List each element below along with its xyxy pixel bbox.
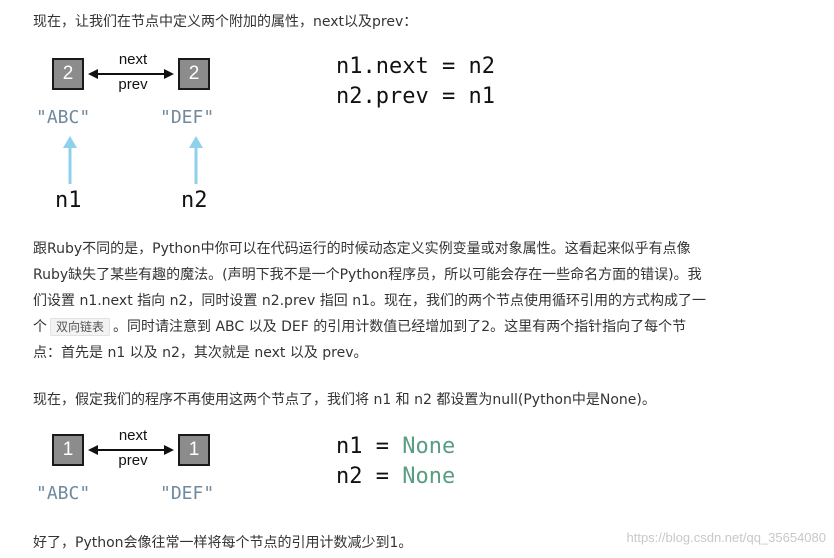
node-box-def: 1 — [178, 434, 210, 466]
code-line-n1-none: n1 = None — [336, 432, 455, 462]
next-label: next — [118, 427, 148, 444]
up-arrow-icon — [63, 136, 77, 184]
explanation-paragraph: 跟Ruby不同的是，Python中你可以在代码运行的时候动态定义实例变量或对象属… — [33, 236, 813, 366]
code-line-n2-none: n2 = None — [336, 462, 455, 492]
intro-paragraph: 现在，让我们在节点中定义两个附加的属性，next以及prev： — [33, 14, 418, 30]
double-arrow-icon — [88, 445, 174, 455]
conclusion-paragraph: 好了，Python会像往常一样将每个节点的引用计数减少到1。 — [33, 535, 413, 551]
double-arrow-icon — [88, 69, 174, 79]
watermark: https://blog.csdn.net/qq_35654080 — [626, 530, 827, 545]
code-line-prev: n2.prev = n1 — [336, 84, 495, 109]
string-abc: "ABC" — [36, 483, 91, 504]
next-label: next — [118, 51, 148, 68]
text-line: 个双向链表。同时请注意到 ABC 以及 DEF 的引用计数值已经增加到了2。这里… — [33, 314, 813, 340]
code-operator: = — [362, 434, 403, 459]
code-operator: = — [362, 464, 403, 489]
text-line: 们设置 n1.next 指向 n2，同时设置 n2.prev 指回 n1。现在，… — [33, 293, 706, 309]
text-line: 跟Ruby不同的是，Python中你可以在代码运行的时候动态定义实例变量或对象属… — [33, 241, 691, 257]
set-null-paragraph: 现在，假定我们的程序不再使用这两个节点了，我们将 n1 和 n2 都设置为nul… — [33, 392, 656, 408]
text-line: 点：首先是 n1 以及 n2，其次就是 next 以及 prev。 — [33, 345, 368, 361]
node-box-abc: 2 — [52, 58, 84, 90]
prev-label: prev — [118, 452, 148, 469]
text-line: Ruby缺失了某些有趣的魔法。(声明下我不是一个Python程序员，所以可能会存… — [33, 267, 702, 283]
code-value-none: None — [402, 464, 456, 489]
code-var: n2 — [336, 464, 363, 489]
text-fragment: 。同时请注意到 ABC 以及 DEF 的引用计数值已经增加到了2。这里有两个指针… — [113, 319, 687, 335]
var-n1: n1 — [55, 188, 82, 213]
node-box-abc: 1 — [52, 434, 84, 466]
string-def: "DEF" — [160, 483, 215, 504]
up-arrow-icon — [189, 136, 203, 184]
code-line-next: n1.next = n2 — [336, 54, 495, 79]
code-value-none: None — [402, 434, 456, 459]
code-var: n1 — [336, 434, 363, 459]
string-def: "DEF" — [160, 107, 215, 128]
inline-code-doubly-linked-list: 双向链表 — [50, 318, 111, 336]
string-abc: "ABC" — [36, 107, 91, 128]
node-box-def: 2 — [178, 58, 210, 90]
var-n2: n2 — [181, 188, 208, 213]
text-fragment: 个 — [33, 319, 47, 335]
prev-label: prev — [118, 76, 148, 93]
